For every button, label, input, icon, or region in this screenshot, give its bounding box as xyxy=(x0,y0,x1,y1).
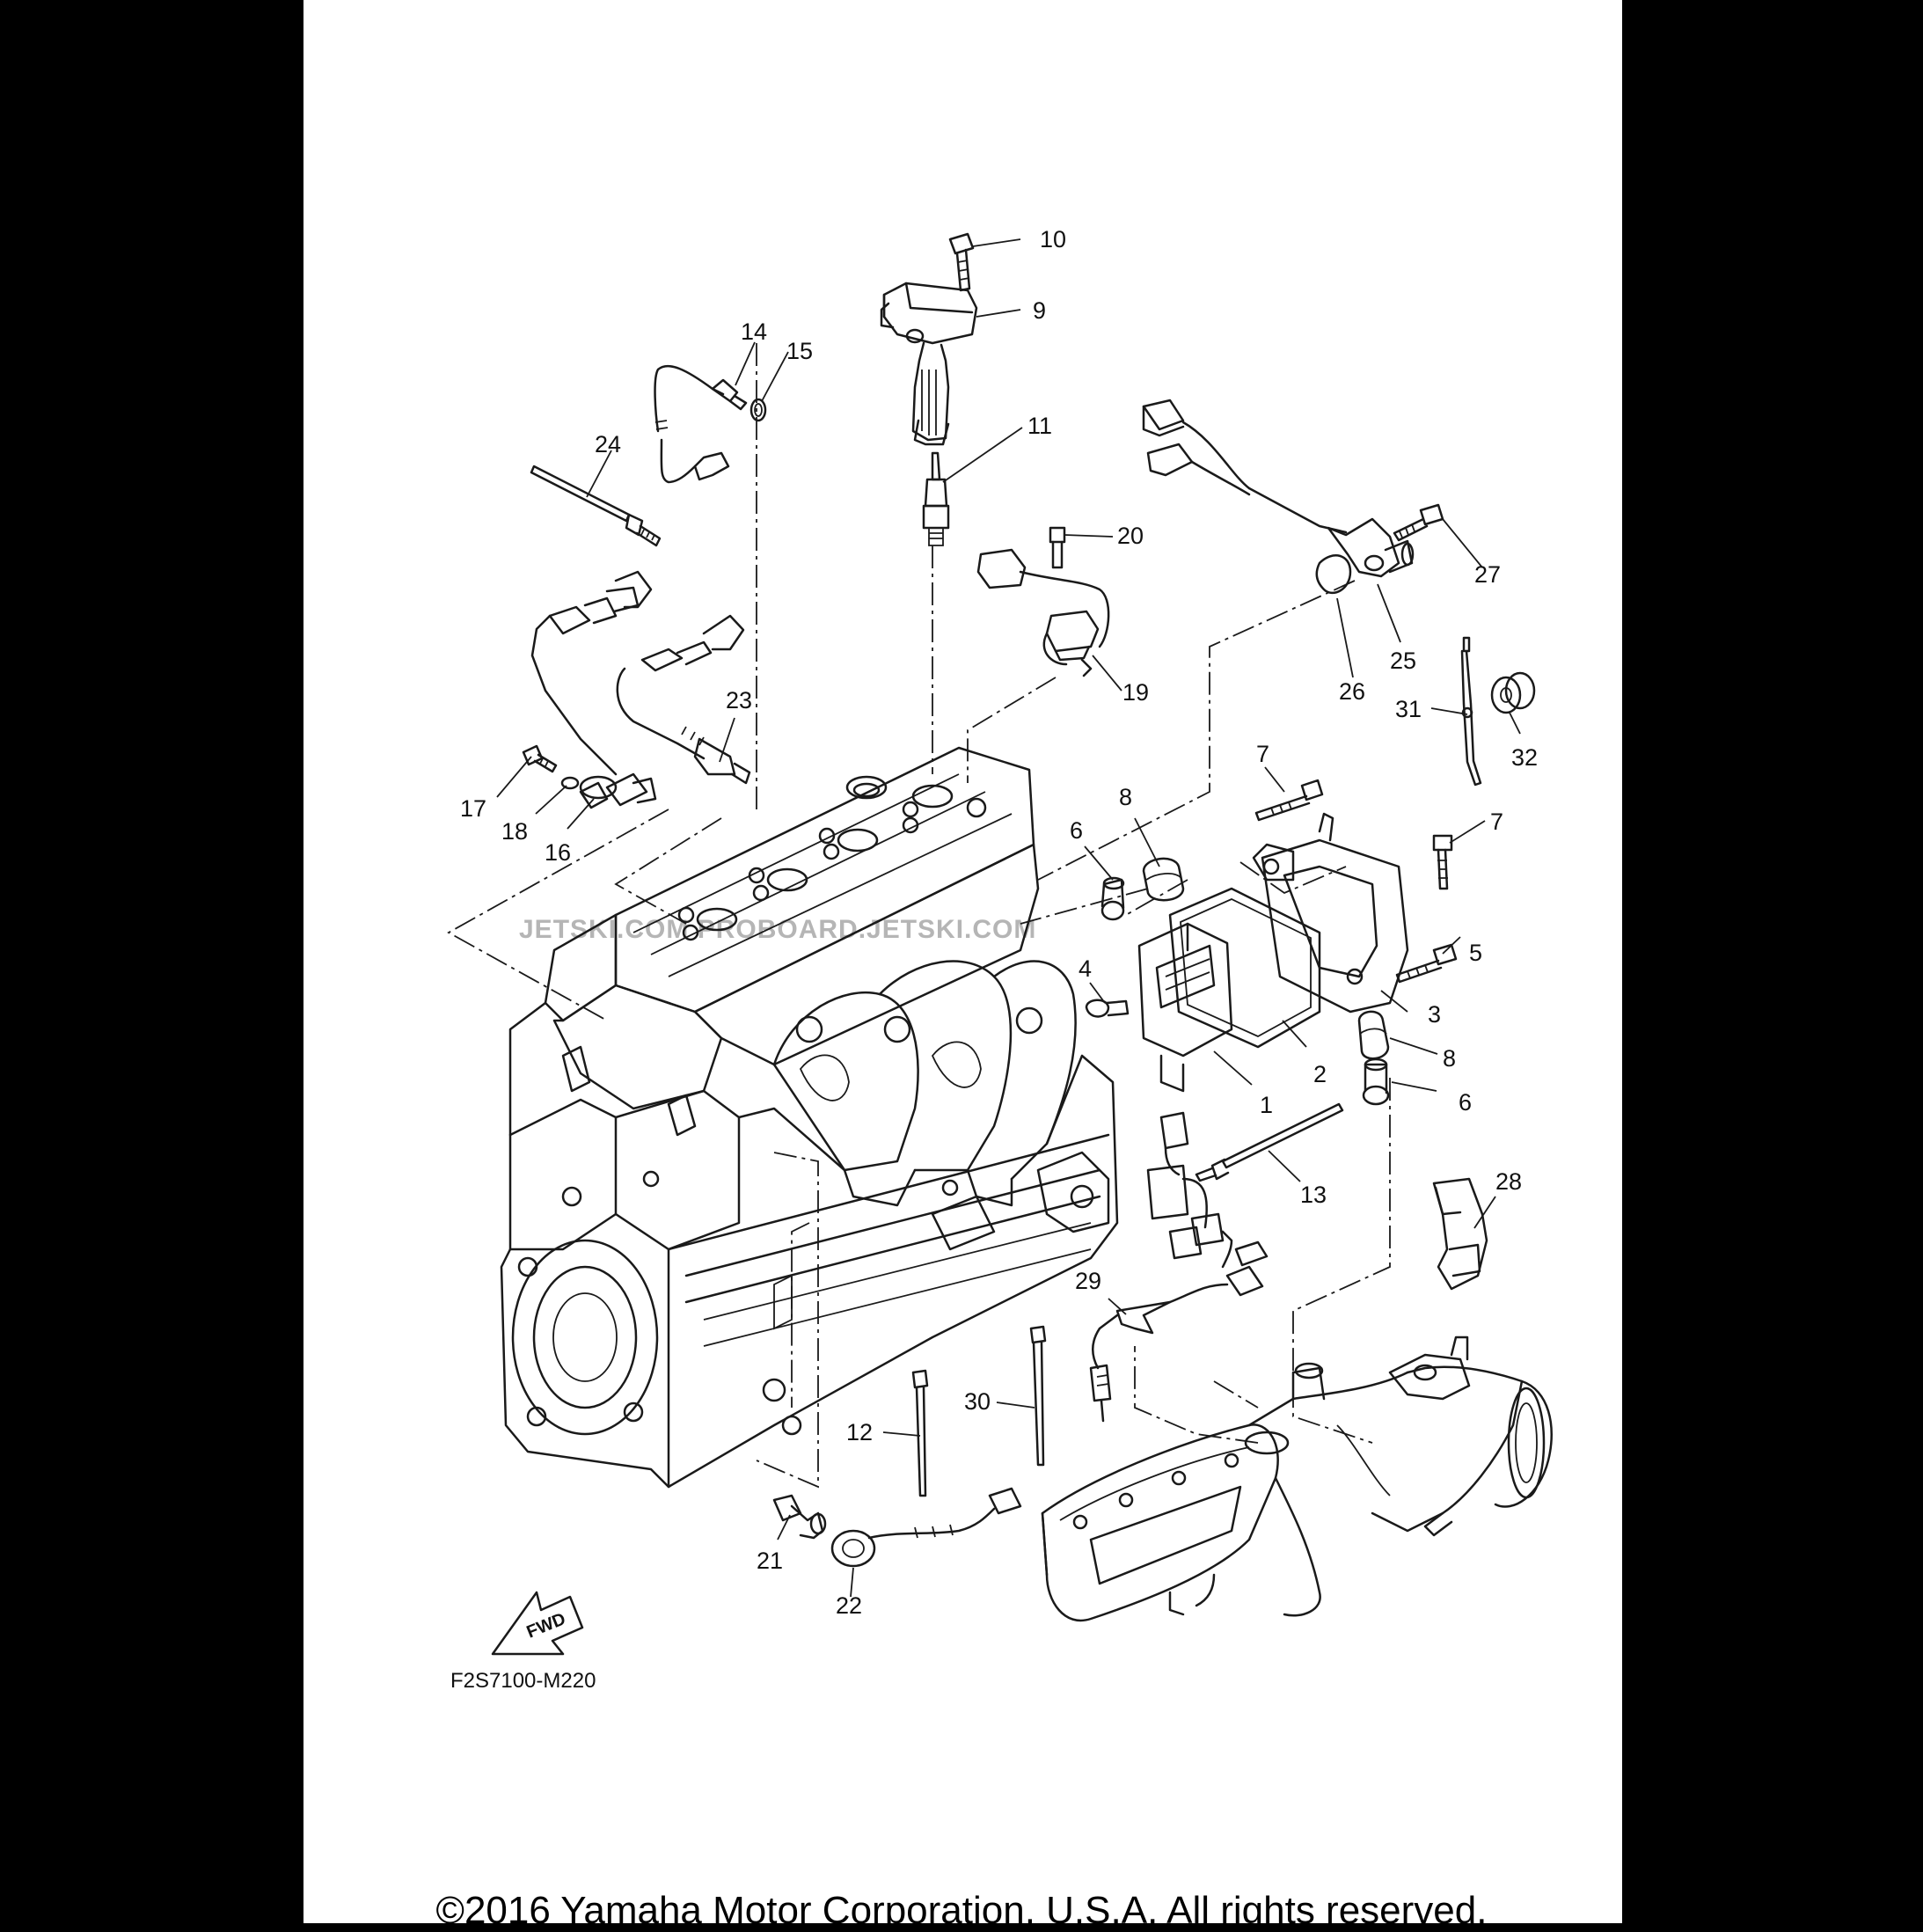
part-18-washer xyxy=(560,776,580,790)
part-23-sensor xyxy=(616,614,751,785)
part-2-gasket xyxy=(1168,887,1321,1049)
copyright-notice: ©2016 Yamaha Motor Corporation, U.S.A. A… xyxy=(435,1889,1488,1932)
part-31-cable-tie xyxy=(1460,636,1482,787)
callout-2: 2 xyxy=(1313,1061,1327,1087)
callout-32: 32 xyxy=(1511,744,1538,771)
callout-leaders xyxy=(496,238,1521,1598)
callout-27: 27 xyxy=(1474,561,1501,588)
part-25-sensor-harness xyxy=(1142,399,1415,578)
engine-parts-diagram: JETSKI.COM PROBOARD.JETSKI.COM xyxy=(447,226,1553,1693)
callout-7a: 7 xyxy=(1256,741,1269,767)
part-17-bolt xyxy=(522,744,558,773)
callout-15: 15 xyxy=(786,338,813,364)
part-7-bolt-upper xyxy=(1254,779,1324,822)
part-8-grommet-lower xyxy=(1357,1010,1390,1060)
callout-29: 29 xyxy=(1075,1268,1101,1294)
callout-19: 19 xyxy=(1122,679,1149,706)
callout-30: 30 xyxy=(964,1388,991,1415)
part-9-ignition-coil xyxy=(880,282,978,446)
part-12-cable-tie xyxy=(911,1369,929,1497)
ecu-connectors xyxy=(1146,1111,1269,1269)
part-14-temperature-sensor xyxy=(654,364,748,484)
callout-25: 25 xyxy=(1390,648,1416,674)
part-11-spark-plug xyxy=(922,451,950,546)
part-28-clip xyxy=(1432,1177,1488,1291)
part-15-o-ring xyxy=(749,398,767,422)
callout-11: 11 xyxy=(1027,413,1052,439)
fwd-arrow: FWD xyxy=(491,1591,584,1656)
part-4-bolt xyxy=(1085,999,1130,1018)
diagram-ref-code: F2S7100-M220 xyxy=(450,1669,596,1693)
callout-28: 28 xyxy=(1495,1168,1522,1195)
callout-7b: 7 xyxy=(1490,809,1503,835)
callout-5: 5 xyxy=(1469,940,1482,966)
part-3-bracket xyxy=(1252,812,1409,1014)
exhaust-manifold xyxy=(1041,1336,1553,1622)
part-6-collar-lower xyxy=(1362,1057,1390,1106)
part-10-bolt xyxy=(948,232,975,292)
callout-10: 10 xyxy=(1040,226,1066,252)
callout-14: 14 xyxy=(741,318,767,345)
part-16-sensor xyxy=(530,570,657,809)
watermark: JETSKI.COM PROBOARD.JETSKI.COM xyxy=(519,915,1036,944)
callout-26: 26 xyxy=(1339,678,1365,705)
part-21-sensor xyxy=(772,1494,827,1540)
callout-20: 20 xyxy=(1117,523,1144,549)
callout-22: 22 xyxy=(836,1592,862,1619)
part-6-collar-upper xyxy=(1100,876,1125,921)
part-1-ecu xyxy=(1137,922,1233,1093)
callout-8a: 8 xyxy=(1119,784,1132,810)
callout-24: 24 xyxy=(595,431,621,457)
callout-6a: 6 xyxy=(1070,817,1083,844)
callout-6b: 6 xyxy=(1459,1089,1472,1116)
reference-lines xyxy=(447,343,1391,1489)
callout-31: 31 xyxy=(1395,696,1422,722)
part-24-long-bolt xyxy=(530,465,662,547)
callout-21: 21 xyxy=(757,1548,783,1574)
callout-3: 3 xyxy=(1428,1001,1441,1028)
part-29-sensor xyxy=(1089,1265,1264,1423)
part-5-bolt xyxy=(1395,943,1458,984)
callout-4: 4 xyxy=(1078,955,1092,982)
part-13-long-bolt xyxy=(1195,1102,1344,1182)
callout-numbers: 10 9 11 14 15 24 20 19 27 25 26 31 32 23… xyxy=(460,226,1538,1619)
part-20-screw xyxy=(1049,526,1066,569)
part-22-knock-sensor xyxy=(830,1487,1022,1568)
part-30-cable-tie xyxy=(1029,1325,1047,1467)
part-32-grommet xyxy=(1490,671,1536,714)
callout-16: 16 xyxy=(545,839,571,866)
part-27-bolt xyxy=(1393,503,1444,542)
callout-1: 1 xyxy=(1260,1092,1273,1118)
callout-23: 23 xyxy=(726,687,752,714)
callout-8b: 8 xyxy=(1443,1045,1456,1072)
callout-17: 17 xyxy=(460,795,486,822)
part-7-bolt-right xyxy=(1432,834,1453,890)
part-26-gasket xyxy=(1315,554,1352,595)
callout-13: 13 xyxy=(1300,1182,1327,1208)
callout-12: 12 xyxy=(846,1419,873,1445)
callout-9: 9 xyxy=(1033,297,1046,324)
callout-18: 18 xyxy=(501,818,528,845)
part-19-pressure-sensor xyxy=(976,548,1110,677)
part-8-grommet-upper xyxy=(1142,857,1185,902)
engine-block xyxy=(500,746,1119,1489)
